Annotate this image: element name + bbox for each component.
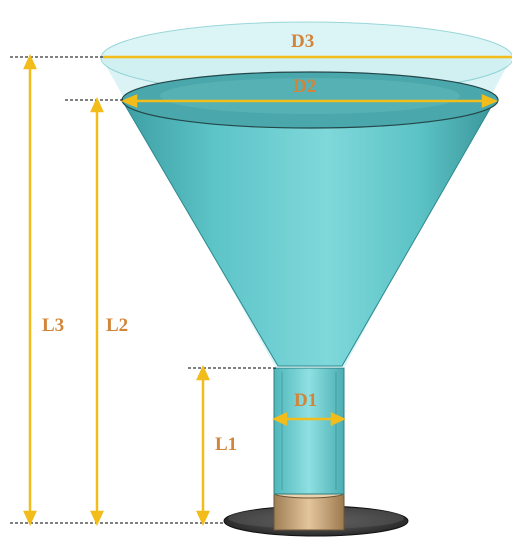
l2-arrow-top <box>90 96 104 113</box>
label-d1: D1 <box>294 390 317 411</box>
l1-arrow-top <box>196 364 210 381</box>
label-l3: L3 <box>42 315 64 336</box>
bottom-plug <box>273 492 345 531</box>
d1-arrow-right <box>330 412 347 426</box>
d2-arrow-left <box>120 94 138 108</box>
l3-arrow-top <box>23 53 37 70</box>
funnel-stem-inner-line <box>281 372 337 490</box>
l2-arrow-bottom <box>90 510 104 527</box>
funnel-liquid-highlight <box>160 78 460 114</box>
l3-arrow-bottom <box>23 510 37 527</box>
funnel-stem <box>273 367 345 495</box>
l1-arrow-bottom <box>196 510 210 527</box>
label-d3: D3 <box>291 31 314 52</box>
label-d2: D2 <box>293 76 316 97</box>
label-l1: L1 <box>215 434 237 455</box>
d1-arrow-left <box>271 412 288 426</box>
funnel-cone <box>121 99 496 367</box>
d2-arrow-right <box>481 94 499 108</box>
label-l2: L2 <box>106 315 128 336</box>
